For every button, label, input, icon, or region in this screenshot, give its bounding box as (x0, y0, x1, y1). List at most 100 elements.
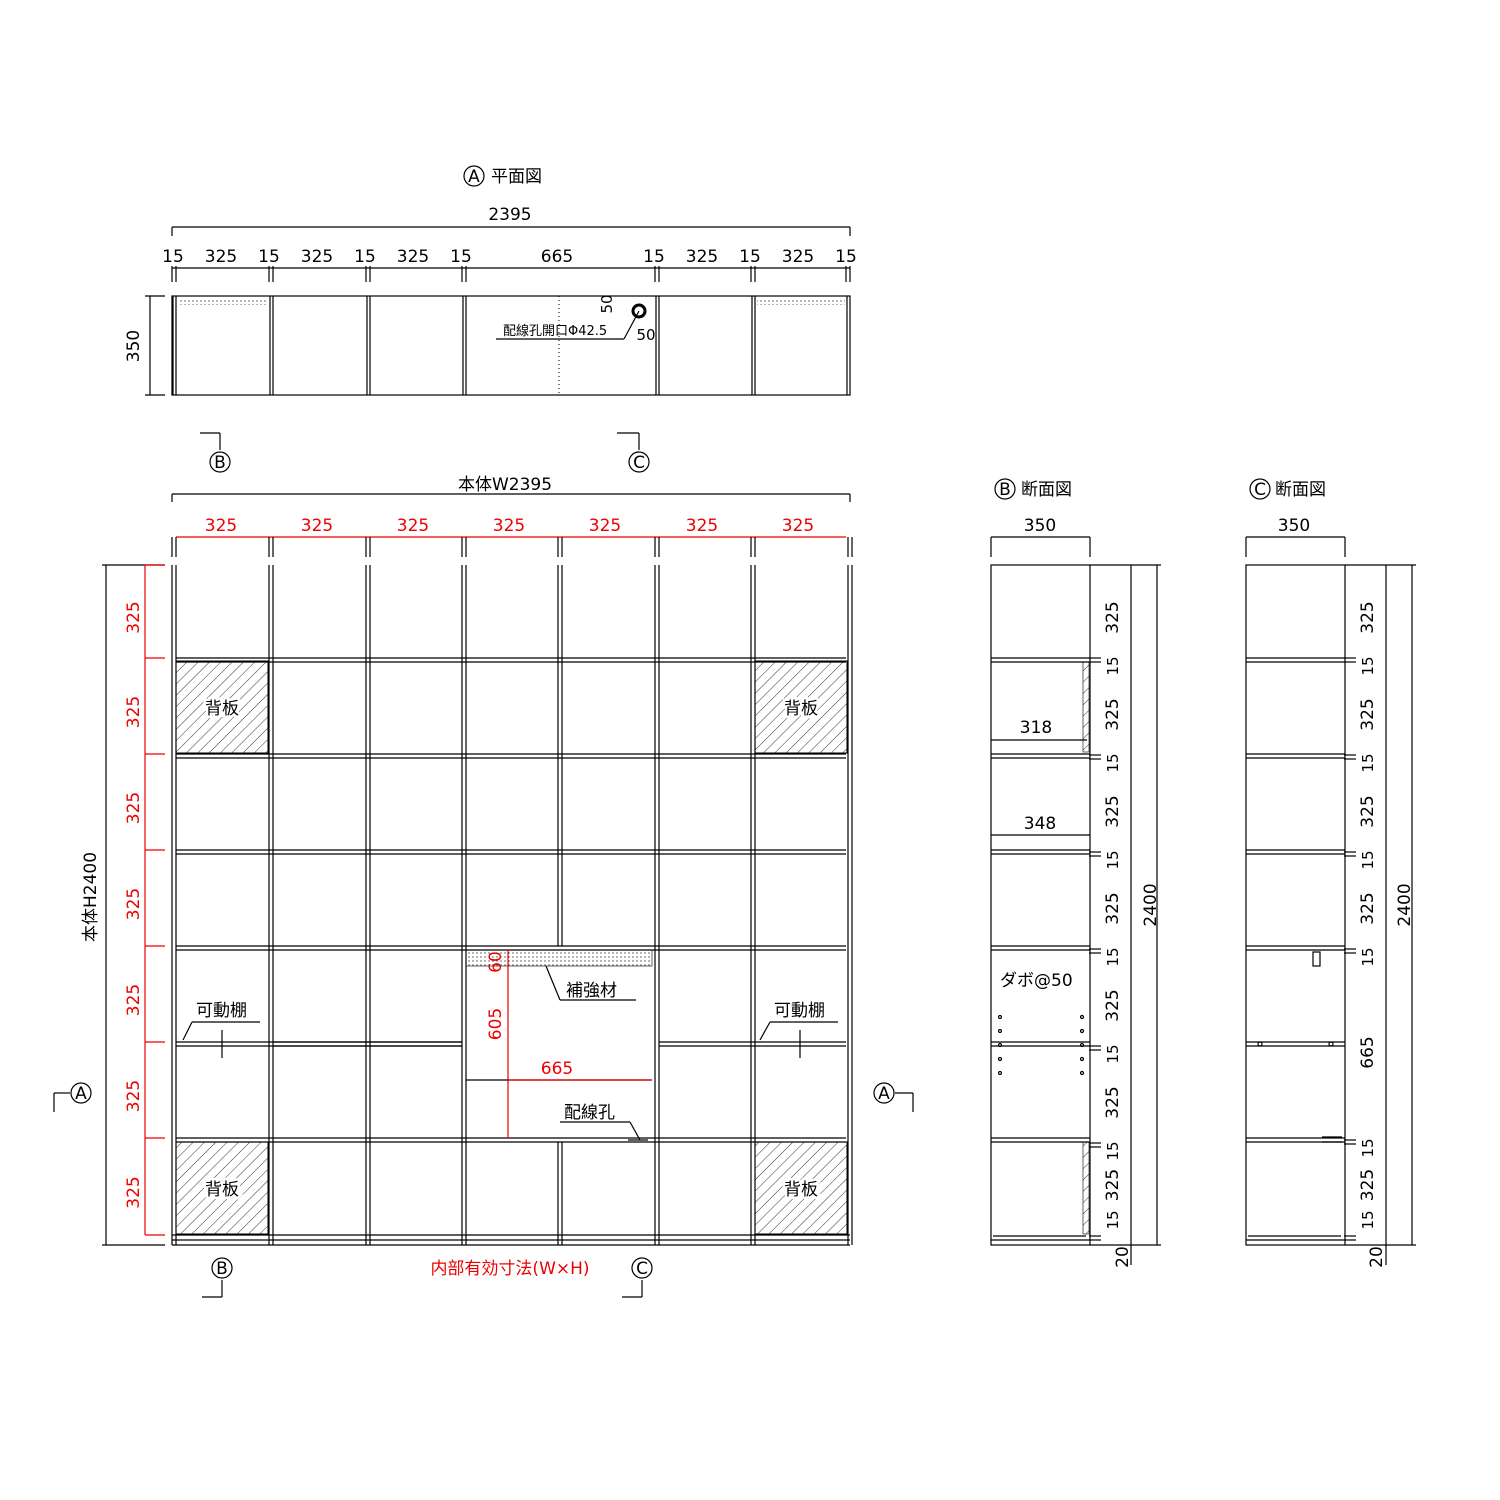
dowel-hole-icon (1079, 1056, 1085, 1062)
section-dim: 15 (1104, 1210, 1122, 1229)
inner-height-dim: 325 (124, 984, 144, 1016)
dowel-hole-icon (1257, 1041, 1263, 1047)
section-b-total: 2400 (1141, 883, 1161, 926)
section-dim: 15 (1104, 947, 1122, 966)
inner-width-dim: 325 (493, 516, 525, 536)
plan-segment-dim: 325 (301, 247, 333, 267)
drawing-line (759, 1021, 771, 1041)
plan-segment-dim: 325 (782, 247, 814, 267)
plan-segment-dim: 325 (205, 247, 237, 267)
section-dim: 325 (1358, 795, 1378, 827)
section-marker-c-bottom: C (631, 1257, 653, 1279)
section-dim: 15 (1359, 656, 1377, 675)
section-marker-b-top: B (209, 451, 231, 473)
drawing-line (623, 310, 640, 340)
section-marker-b-bottom: B (211, 1257, 233, 1279)
section-marker-c-top: C (628, 451, 650, 473)
wire-hole-label: 配線孔開口Φ42.5 (503, 323, 607, 339)
section-dim: 325 (1103, 989, 1123, 1021)
dowel-hole-icon (1079, 1014, 1085, 1020)
plan-segment-dim: 15 (643, 247, 665, 267)
svg-text:B: B (999, 480, 1011, 500)
body-height: 本体H2400 (81, 852, 101, 942)
inner-height-dim: 325 (124, 888, 144, 920)
section-dim: 15 (1359, 753, 1377, 772)
plan-segment-dim: 15 (450, 247, 472, 267)
inner-height-dim: 325 (124, 696, 144, 728)
section-dim: 15 (1359, 850, 1377, 869)
section-outline (990, 564, 1091, 1246)
plan-segment-dim: 15 (354, 247, 376, 267)
section-dim: 325 (1358, 892, 1378, 924)
back-panel-label: 背板 (205, 699, 239, 719)
back-panel (175, 1141, 269, 1235)
section-b-base: 20 (1113, 1246, 1133, 1268)
plan-segment-dim: 325 (686, 247, 718, 267)
reinforcement-bar (465, 949, 653, 967)
plan-total-width: 2395 (488, 205, 531, 225)
inner-height-dim: 325 (124, 792, 144, 824)
dowel-hole-icon (997, 1056, 1003, 1062)
plan-title: A 平面図 (463, 165, 542, 187)
plan-depth: 350 (124, 330, 144, 362)
movable-shelf-right: 可動棚 (774, 1001, 825, 1021)
svg-text:断面図: 断面図 (1275, 480, 1326, 500)
opening-width: 665 (541, 1059, 573, 1079)
drawing-line (757, 299, 845, 305)
plan-segment-dim: 15 (258, 247, 280, 267)
movable-shelf-left: 可動棚 (196, 1001, 247, 1021)
section-dim: 15 (1104, 1044, 1122, 1063)
svg-text:B: B (216, 1259, 228, 1279)
section-marker-a-right: A (873, 1082, 895, 1104)
reinforcement-section (1312, 951, 1321, 967)
inner-width-dim: 325 (205, 516, 237, 536)
inner-depth-348: 348 (1024, 814, 1056, 834)
section-marker-a-left: A (70, 1082, 92, 1104)
back-panel-section (1082, 661, 1090, 753)
section-dim: 15 (1359, 1210, 1377, 1229)
inner-height-dim: 325 (124, 1176, 144, 1208)
wire-hole-icon (631, 303, 647, 319)
section-dim: 15 (1104, 1141, 1122, 1160)
dowel-pitch: ダボ@50 (1000, 971, 1073, 991)
back-panel (754, 1141, 848, 1235)
svg-text:C: C (636, 1259, 648, 1279)
svg-text:C: C (1254, 480, 1266, 500)
inner-width-dim: 325 (782, 516, 814, 536)
section-c-title: C 断面図 (1249, 478, 1326, 500)
dowel-hole-icon (997, 1042, 1003, 1048)
body-width: 本体W2395 (458, 475, 552, 495)
plan-segment-dim: 15 (739, 247, 761, 267)
wire-hole-label-elev: 配線孔 (564, 1103, 615, 1123)
section-dim: 15 (1104, 656, 1122, 675)
section-outline (1245, 564, 1346, 1246)
drawing-line (179, 299, 267, 305)
dowel-hole-icon (1328, 1041, 1334, 1047)
section-dim: 325 (1103, 1086, 1123, 1118)
inner-depth-318: 318 (1020, 718, 1052, 738)
section-dim: 325 (1103, 892, 1123, 924)
section-dim: 665 (1358, 1036, 1378, 1068)
section-dim: 15 (1359, 947, 1377, 966)
back-panel (754, 660, 848, 754)
back-panel (175, 660, 269, 754)
section-dim: 325 (1103, 698, 1123, 730)
section-dim: 325 (1358, 601, 1378, 633)
inner-width-dim: 325 (686, 516, 718, 536)
dowel-hole-icon (997, 1028, 1003, 1034)
drawing-line (629, 1121, 641, 1141)
section-dim: 325 (1103, 795, 1123, 827)
section-dim: 325 (1358, 698, 1378, 730)
plan-segment-dim: 15 (162, 247, 184, 267)
svg-text:B: B (214, 453, 226, 473)
inner-width-dim: 325 (589, 516, 621, 536)
inner-width-dim: 325 (301, 516, 333, 536)
dowel-hole-icon (997, 1070, 1003, 1076)
section-dim: 15 (1104, 753, 1122, 772)
inner-height-dim: 325 (124, 1080, 144, 1112)
plan-segment-dim: 325 (397, 247, 429, 267)
inner-height-dim: 325 (124, 601, 144, 633)
drawing-line (171, 295, 851, 396)
inner-width-dim: 325 (397, 516, 429, 536)
